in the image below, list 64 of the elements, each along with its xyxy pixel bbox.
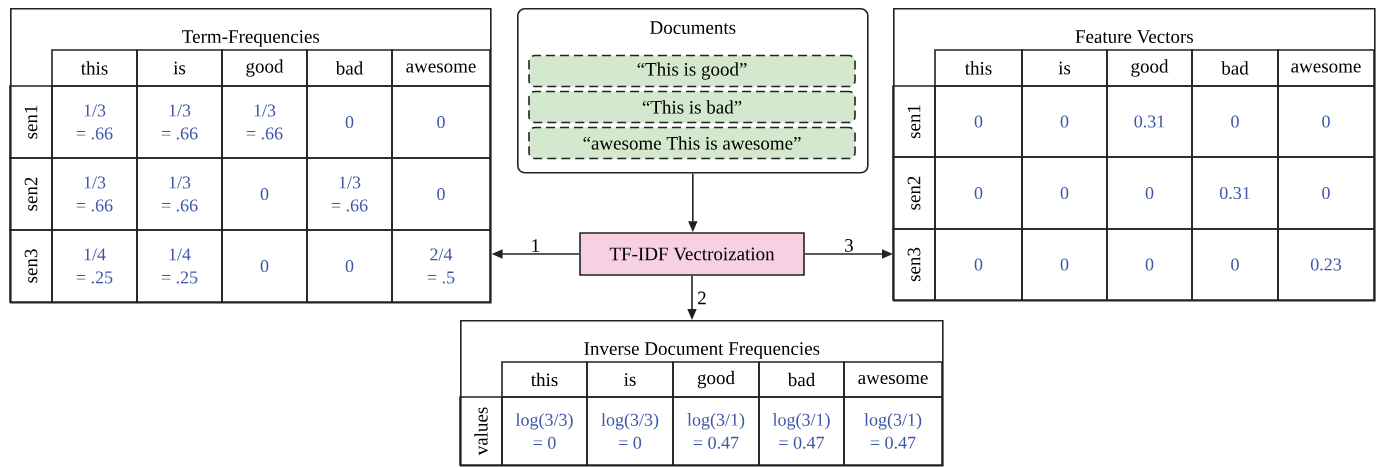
row-label: sen2: [9, 157, 53, 231]
row-label: sen3: [9, 229, 53, 303]
document-box: “This is good”: [528, 54, 856, 88]
value-cell: 0: [1021, 156, 1108, 230]
value-cell: log(3/1) = 0.47: [672, 396, 760, 466]
value-cell: 0: [221, 157, 308, 231]
value-cell: 0: [1191, 85, 1279, 158]
value-cell: 1/3 = .66: [136, 85, 223, 159]
column-header: good: [1106, 49, 1193, 87]
row-label: sen2: [892, 156, 936, 230]
value-cell: 2/4 = .5: [391, 229, 491, 303]
value-cell: 0.23: [1277, 228, 1375, 301]
column-header: this: [501, 361, 588, 398]
column-header: awesome: [843, 361, 943, 398]
value-cell: 0: [391, 157, 491, 231]
value-cell: 0: [306, 229, 393, 303]
value-cell: 0.31: [1106, 85, 1193, 158]
value-cell: 0: [1106, 228, 1193, 301]
column-header: this: [51, 49, 138, 87]
value-cell: 1/3 = .66: [221, 85, 308, 159]
column-header: awesome: [1277, 49, 1375, 87]
value-cell: log(3/1) = 0.47: [758, 396, 845, 466]
value-cell: log(3/3) = 0: [501, 396, 588, 466]
document-box: “This is bad”: [528, 90, 856, 124]
value-cell: 0.31: [1191, 156, 1279, 230]
value-cell: 1/3 = .66: [306, 157, 393, 231]
value-cell: 1/3 = .66: [51, 85, 138, 159]
column-header: is: [586, 361, 674, 398]
value-cell: 0: [934, 85, 1023, 158]
value-cell: 1/4 = .25: [136, 229, 223, 303]
value-cell: 0: [934, 156, 1023, 230]
row-label: sen1: [892, 85, 936, 158]
process-box: TF-IDF Vectroization: [579, 232, 805, 276]
value-cell: 0: [1277, 156, 1375, 230]
row-label: sen3: [892, 228, 936, 301]
value-cell: 0: [1021, 228, 1108, 301]
value-cell: 0: [934, 228, 1023, 301]
value-cell: 0: [221, 229, 308, 303]
value-cell: 1/4 = .25: [51, 229, 138, 303]
column-header: awesome: [391, 49, 491, 87]
value-cell: 0: [1191, 228, 1279, 301]
column-header: this: [934, 49, 1023, 87]
column-header: is: [1021, 49, 1108, 87]
row-label: values: [459, 396, 503, 466]
value-cell: 1/3 = .66: [51, 157, 138, 231]
column-header: bad: [1191, 49, 1279, 87]
column-header: is: [136, 49, 223, 87]
column-header: bad: [306, 49, 393, 87]
document-box: “awesome This is awesome”: [528, 126, 856, 160]
edge-label: 2: [696, 290, 708, 306]
row-label: sen1: [9, 85, 53, 159]
value-cell: log(3/1) = 0.47: [843, 396, 943, 466]
value-cell: 0: [1106, 156, 1193, 230]
column-header: good: [221, 49, 308, 87]
column-header: bad: [758, 361, 845, 398]
value-cell: 1/3 = .66: [136, 157, 223, 231]
value-cell: 0: [306, 85, 393, 159]
value-cell: 0: [1021, 85, 1108, 158]
edge-label: 1: [529, 238, 542, 253]
value-cell: 0: [391, 85, 491, 159]
column-header: good: [672, 361, 760, 398]
value-cell: log(3/3) = 0: [586, 396, 674, 466]
value-cell: 0: [1277, 85, 1375, 158]
edge-label: 3: [843, 238, 855, 253]
